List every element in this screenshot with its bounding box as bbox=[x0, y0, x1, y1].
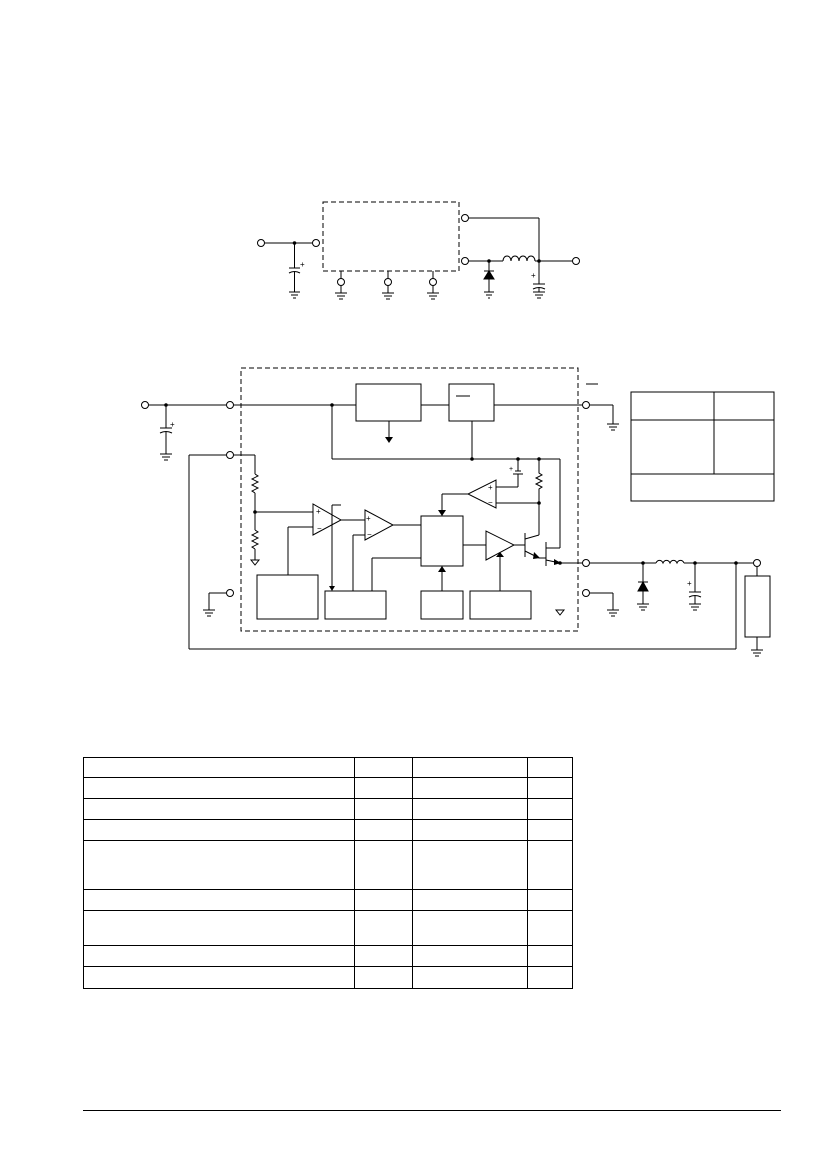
pin-4 bbox=[384, 278, 392, 286]
svg-text:+: + bbox=[316, 507, 321, 516]
sense-resistor bbox=[534, 459, 544, 504]
reference-block bbox=[256, 574, 319, 620]
latch-block bbox=[420, 515, 464, 567]
input-terminal bbox=[257, 239, 265, 247]
output-capacitor: + bbox=[687, 563, 702, 611]
error-amplifier bbox=[312, 503, 343, 536]
oscillator-block bbox=[324, 590, 387, 620]
ic-boundary bbox=[240, 367, 579, 632]
block-diagram: + bbox=[141, 367, 775, 657]
table-row bbox=[83, 798, 573, 820]
typical-application-circuit: + bbox=[257, 201, 580, 300]
svg-text:+: + bbox=[300, 260, 305, 269]
input-terminal bbox=[141, 401, 149, 409]
regulator-ic-outline bbox=[322, 201, 460, 272]
input-capacitor: + bbox=[159, 405, 175, 461]
table-row bbox=[83, 757, 573, 778]
table-row bbox=[83, 945, 573, 967]
output-terminal bbox=[572, 257, 580, 265]
divider-resistor-bottom bbox=[250, 529, 260, 550]
pin-table bbox=[630, 391, 775, 502]
svg-text:+: + bbox=[488, 483, 493, 492]
output-pin bbox=[461, 257, 469, 265]
comparator bbox=[364, 509, 395, 541]
svg-text:−: − bbox=[367, 530, 372, 539]
svg-text:+: + bbox=[170, 420, 175, 429]
svg-text:+: + bbox=[531, 271, 536, 280]
footer-rule bbox=[83, 1110, 781, 1111]
feedback-pin bbox=[226, 451, 234, 459]
feedback-pin bbox=[461, 214, 469, 222]
schottky-diode bbox=[637, 563, 649, 611]
ground-pin-2 bbox=[582, 589, 590, 597]
table-row bbox=[83, 910, 573, 946]
svg-text:−: − bbox=[317, 524, 322, 533]
on-off-pin bbox=[582, 401, 590, 409]
table-row bbox=[83, 889, 573, 911]
table-row bbox=[83, 840, 573, 890]
svg-text:+: + bbox=[687, 579, 692, 588]
output-capacitor: + bbox=[531, 261, 546, 299]
pin-3 bbox=[337, 278, 345, 286]
svg-text:−: − bbox=[488, 498, 493, 507]
divider-resistor-top bbox=[250, 473, 260, 494]
ground-symbol bbox=[289, 291, 300, 299]
output-terminal bbox=[753, 559, 761, 567]
inductor bbox=[502, 255, 536, 262]
vin-pin bbox=[312, 239, 320, 247]
thermal-block bbox=[448, 383, 495, 422]
svg-text:+: + bbox=[366, 514, 371, 523]
table-row bbox=[83, 966, 573, 989]
svg-text:+: + bbox=[509, 466, 513, 473]
table-row bbox=[83, 777, 573, 799]
internal-regulator bbox=[355, 383, 422, 422]
current-limit-comparator bbox=[466, 479, 497, 509]
pin-5 bbox=[429, 278, 437, 286]
output-pin bbox=[582, 559, 590, 567]
inductor bbox=[655, 559, 685, 565]
load bbox=[744, 575, 771, 638]
table-row bbox=[83, 819, 573, 841]
reset-block bbox=[420, 590, 464, 620]
switch-transistors bbox=[524, 533, 582, 566]
driver-supply-block bbox=[469, 590, 532, 620]
ground-pin bbox=[226, 589, 234, 597]
schottky-diode bbox=[483, 261, 495, 299]
specs-table bbox=[83, 757, 573, 989]
vin-pin bbox=[226, 401, 234, 409]
